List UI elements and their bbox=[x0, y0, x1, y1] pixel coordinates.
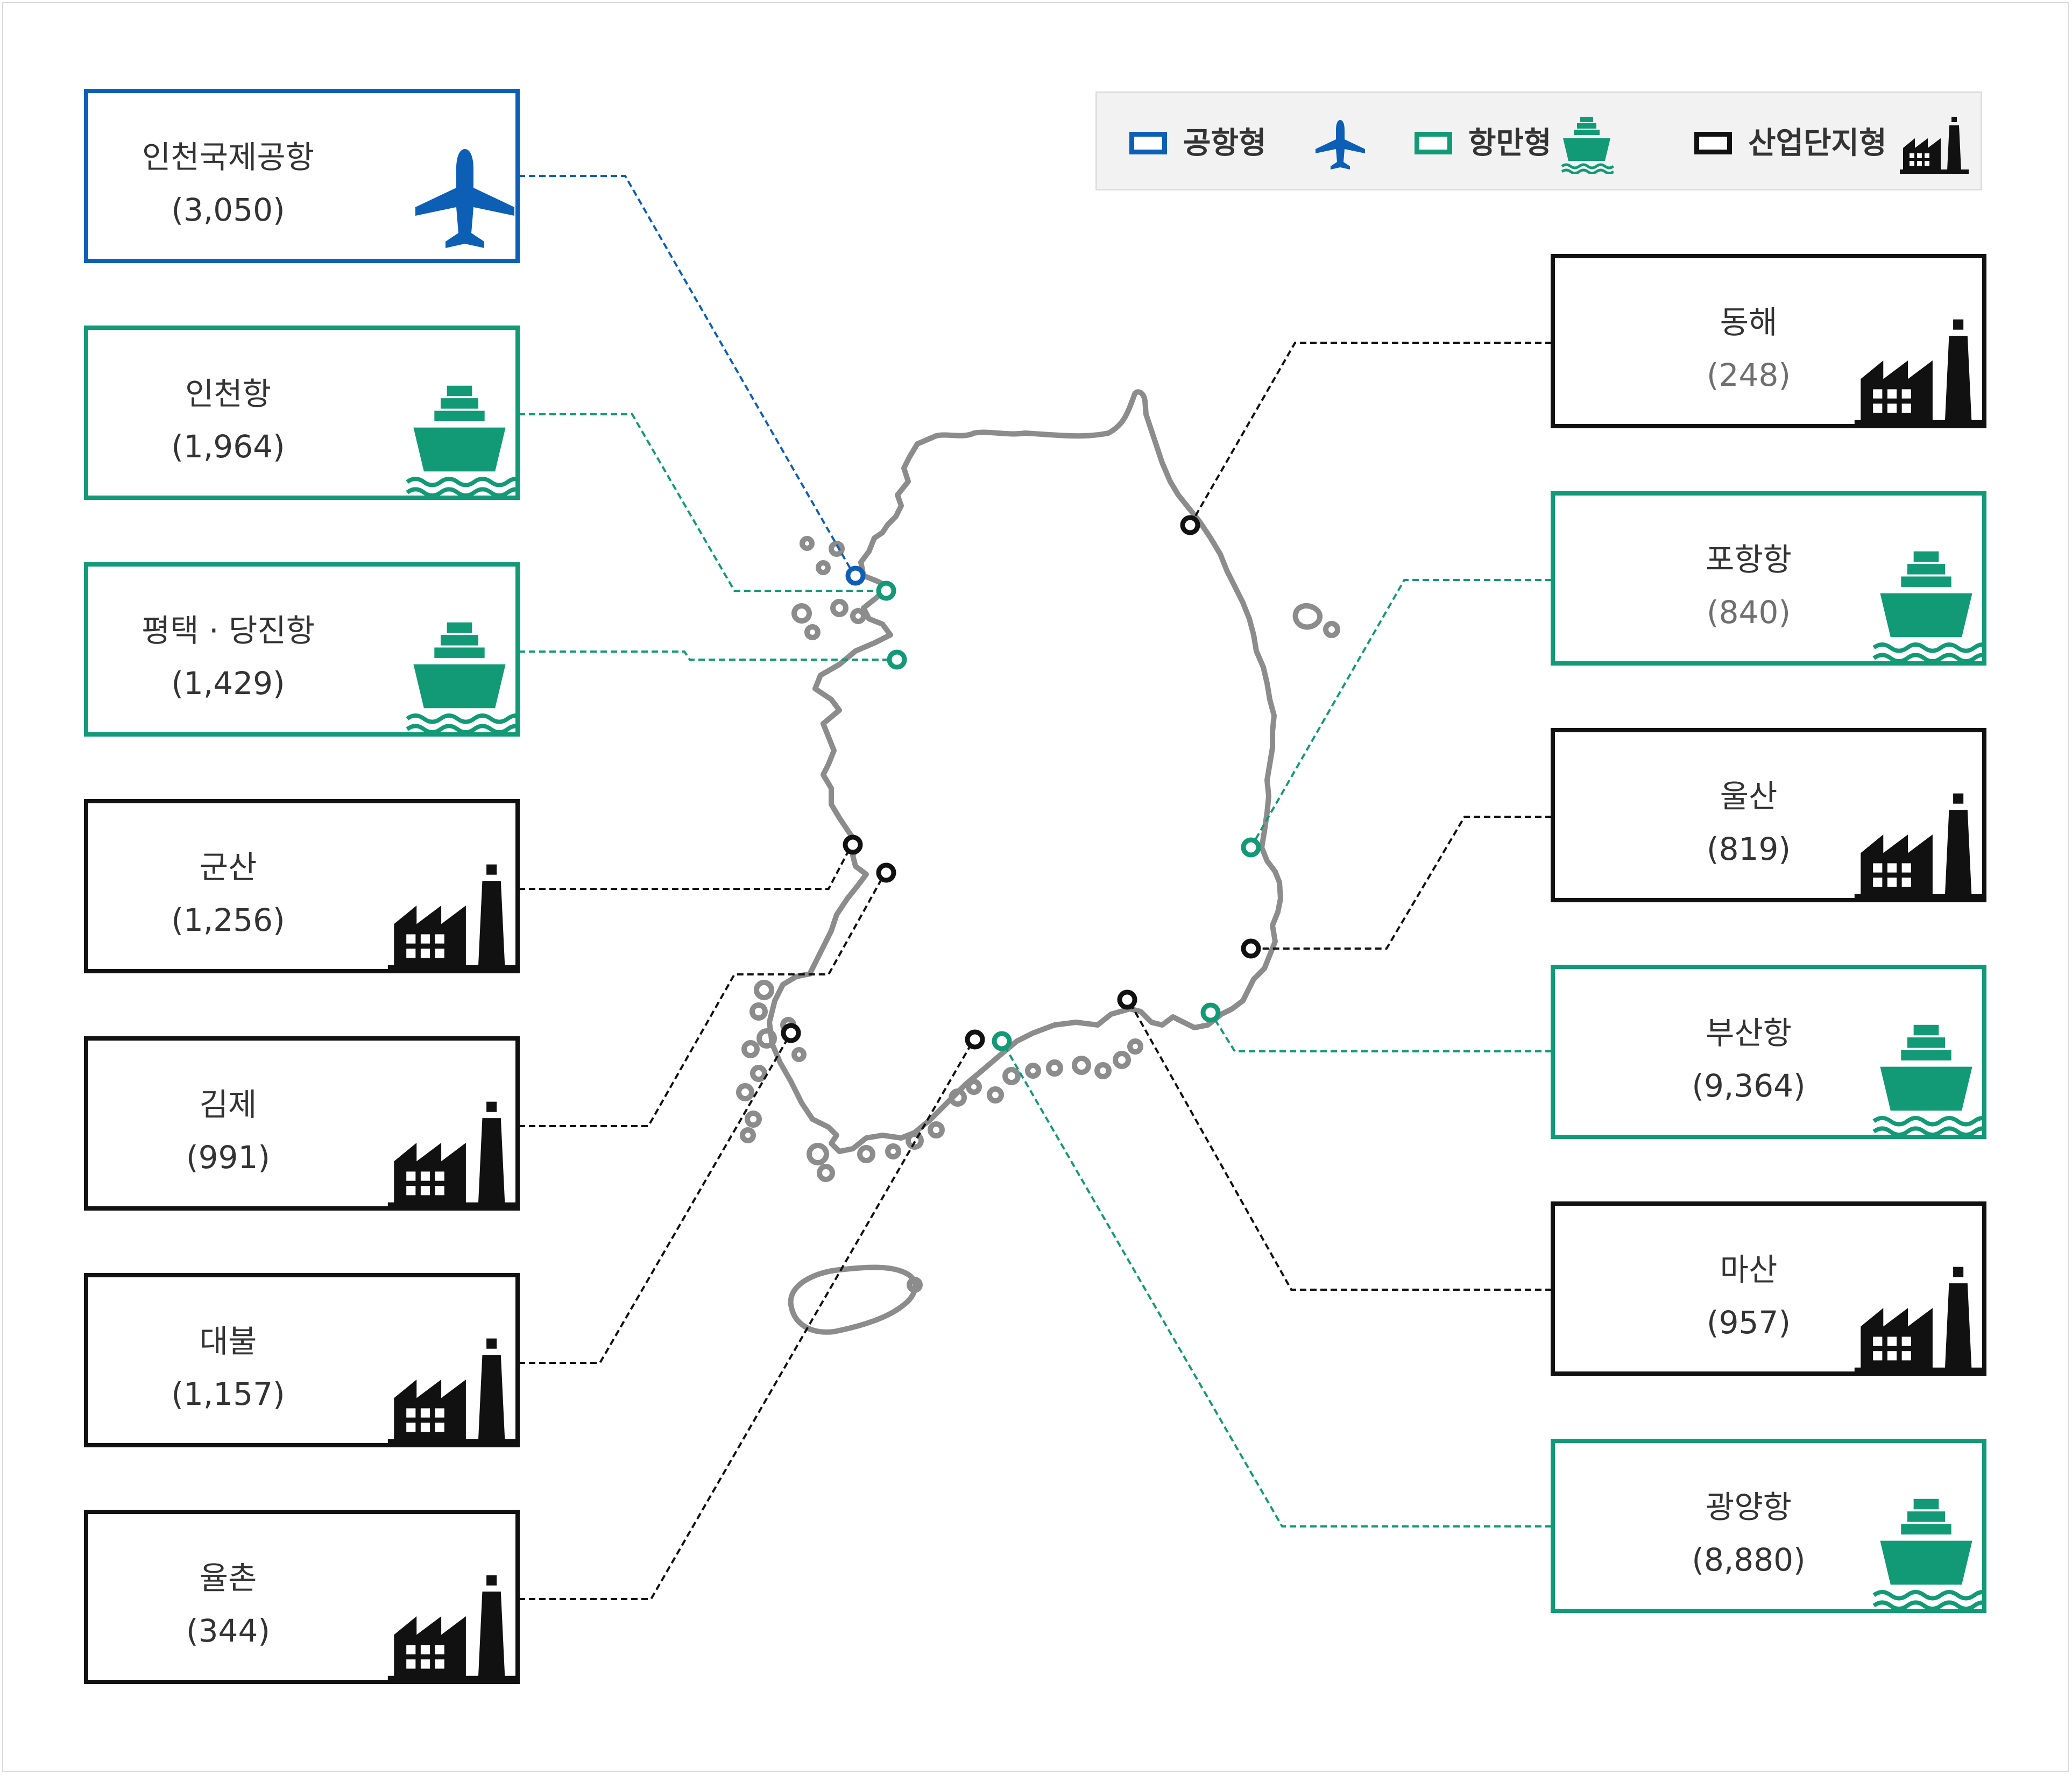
location-name: 인천국제공항 bbox=[142, 139, 315, 175]
legend-label: 항만형 bbox=[1468, 126, 1552, 161]
location-value: (1,964) bbox=[171, 428, 285, 465]
factory-icon bbox=[387, 864, 520, 973]
airplane-icon bbox=[1316, 120, 1365, 169]
location-name: 율촌 bbox=[199, 1560, 257, 1596]
location-value: (957) bbox=[1707, 1304, 1791, 1341]
box-pyeongtaek-dangjin-port: 평택 · 당진항 (1,429) bbox=[84, 562, 520, 737]
location-name: 광양항 bbox=[1705, 1489, 1792, 1525]
jeju-island bbox=[788, 1264, 918, 1335]
location-name: 동해 bbox=[1720, 304, 1778, 341]
location-value: (8,880) bbox=[1692, 1541, 1806, 1578]
location-name: 평택 · 당진항 bbox=[141, 612, 315, 649]
location-value: (9,364) bbox=[1692, 1067, 1806, 1104]
legend-swatch-airport bbox=[1129, 132, 1167, 154]
box-donghae: 동해 (248) bbox=[1551, 254, 1986, 428]
box-pohang-port: 포항항 (840) bbox=[1551, 491, 1986, 666]
location-value: (840) bbox=[1707, 594, 1791, 631]
location-value: (819) bbox=[1707, 831, 1791, 867]
box-gunsan: 군산 (1,256) bbox=[84, 799, 520, 973]
location-name: 대불 bbox=[199, 1323, 257, 1360]
gwangyang-port-marker bbox=[992, 1031, 1012, 1051]
location-name: 군산 bbox=[199, 849, 257, 886]
legend-label: 공항형 bbox=[1183, 126, 1267, 161]
factory-icon bbox=[1854, 319, 1986, 428]
factory-icon bbox=[387, 1338, 520, 1447]
box-gwangyang-port: 광양항 (8,880) bbox=[1551, 1439, 1986, 1613]
daebul-marker bbox=[781, 1023, 801, 1043]
yulchon-marker bbox=[965, 1029, 985, 1050]
donghae-marker bbox=[1180, 515, 1200, 535]
location-value: (248) bbox=[1707, 357, 1791, 393]
box-yulchon: 율촌 (344) bbox=[84, 1510, 520, 1684]
box-gimje: 김제 (991) bbox=[84, 1036, 520, 1211]
ulsan-marker bbox=[1241, 938, 1261, 959]
location-name: 부산항 bbox=[1705, 1015, 1792, 1051]
location-value: (344) bbox=[186, 1613, 270, 1649]
box-ulsan: 울산 (819) bbox=[1551, 728, 1986, 902]
location-value: (1,256) bbox=[171, 902, 285, 938]
ulleung-island bbox=[1292, 603, 1323, 630]
incheon-airport-marker bbox=[845, 565, 866, 586]
location-value: (1,429) bbox=[171, 665, 285, 702]
box-incheon-port: 인천항 (1,964) bbox=[84, 326, 520, 500]
location-value: (991) bbox=[186, 1139, 270, 1176]
ship-icon bbox=[1872, 551, 1983, 662]
box-daebul: 대불 (1,157) bbox=[84, 1273, 520, 1447]
factory-icon bbox=[1854, 1267, 1986, 1376]
ship-icon bbox=[406, 385, 516, 497]
ship-icon bbox=[1872, 1024, 1983, 1136]
legend-swatch-industrial bbox=[1694, 132, 1732, 154]
pohang-port-marker bbox=[1241, 837, 1261, 858]
airplane-icon bbox=[415, 149, 514, 248]
pyeongtaek-dangjin-port-marker bbox=[887, 649, 907, 670]
factory-icon bbox=[387, 1101, 520, 1211]
factory-icon bbox=[387, 1575, 520, 1684]
factory-icon bbox=[1900, 117, 1969, 174]
factory-icon bbox=[1854, 793, 1986, 902]
legend: 공항형 항만형 산업단지형 bbox=[1095, 91, 1982, 190]
legend-label: 산업단지형 bbox=[1748, 126, 1887, 161]
busan-port-marker bbox=[1200, 1002, 1221, 1023]
ship-icon bbox=[1872, 1498, 1983, 1610]
location-name: 포항항 bbox=[1705, 541, 1792, 578]
location-value: (3,050) bbox=[171, 192, 285, 228]
gunsan-marker bbox=[843, 835, 863, 855]
location-name: 인천항 bbox=[185, 376, 272, 412]
box-masan: 마산 (957) bbox=[1551, 1201, 1986, 1376]
mainland-outline bbox=[767, 389, 1283, 1154]
ship-icon bbox=[406, 622, 516, 733]
gimje-marker bbox=[876, 862, 896, 883]
box-busan-port: 부산항 (9,364) bbox=[1551, 965, 1986, 1139]
legend-swatch-port bbox=[1415, 132, 1452, 154]
location-name: 김제 bbox=[199, 1086, 257, 1123]
location-name: 마산 bbox=[1720, 1251, 1778, 1288]
ship-icon bbox=[1561, 117, 1614, 174]
incheon-port-marker bbox=[876, 581, 896, 601]
box-incheon-airport: 인천국제공항 (3,050) bbox=[84, 89, 520, 263]
location-name: 울산 bbox=[1720, 778, 1778, 815]
location-value: (1,157) bbox=[171, 1376, 285, 1412]
masan-marker bbox=[1117, 989, 1137, 1010]
